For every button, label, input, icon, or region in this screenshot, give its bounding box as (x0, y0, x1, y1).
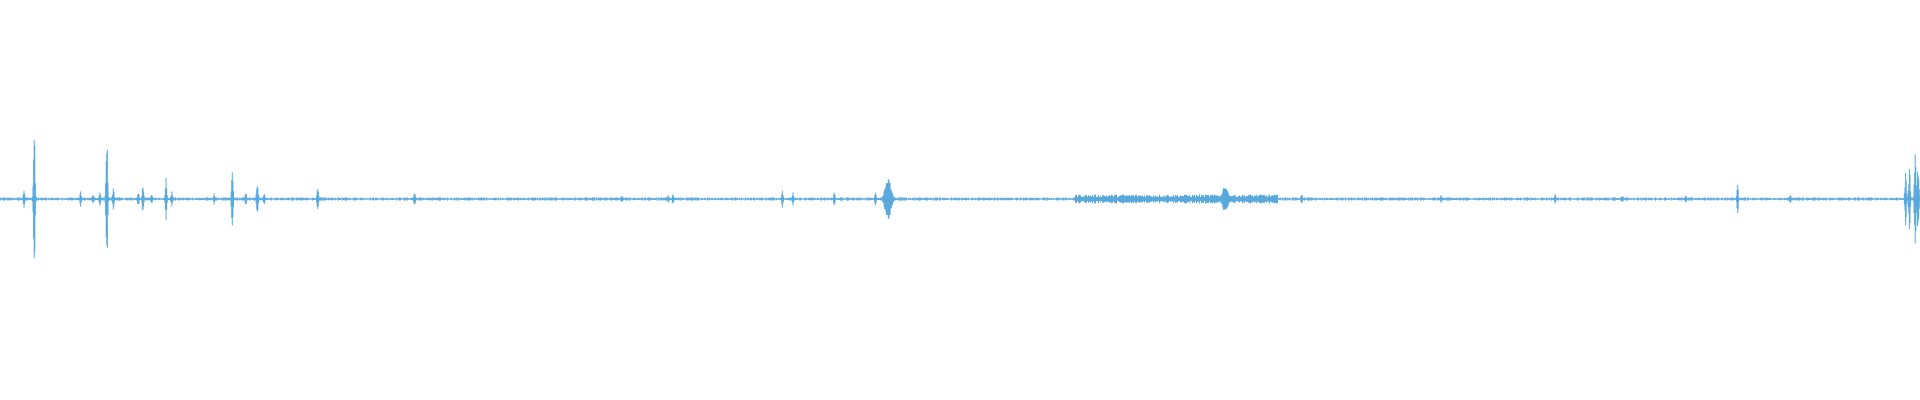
waveform-event-3 (89, 195, 98, 203)
waveform-event-26 (878, 179, 898, 219)
waveform-event-4 (95, 192, 104, 206)
waveform-noise-band (1075, 194, 1278, 204)
waveform-event-38 (1914, 171, 1920, 227)
waveform-event-30 (1551, 194, 1560, 204)
waveform-event-14 (241, 193, 250, 205)
waveform-event-33 (1733, 185, 1742, 213)
waveform-event-0 (19, 190, 29, 208)
waveform-event-9 (147, 195, 156, 203)
waveform-event-11 (167, 191, 176, 207)
waveform-event-21 (668, 194, 678, 204)
waveform-event-15 (253, 186, 262, 212)
waveform-event-2 (76, 191, 85, 207)
waveform-noise (0, 197, 1920, 201)
waveform-event-18 (410, 193, 419, 205)
waveform-event-34 (1786, 195, 1795, 203)
waveform-event-23 (788, 192, 798, 206)
waveform-event-17 (313, 189, 322, 209)
waveform-event-32 (1681, 195, 1690, 203)
waveform-event-12 (210, 193, 219, 205)
waveform-event-8 (138, 187, 148, 211)
waveform-event-6 (109, 188, 118, 210)
waveform-event-27 (1215, 188, 1235, 210)
waveform-event-19 (618, 196, 627, 202)
waveform-event-28 (1297, 194, 1306, 204)
waveform-event-25 (871, 192, 880, 206)
waveform-event-16 (259, 194, 269, 204)
waveform-event-24 (830, 192, 839, 206)
waveform-event-13 (228, 172, 237, 226)
waveform-event-31 (1618, 196, 1627, 202)
waveform-event-1 (30, 139, 39, 259)
waveform-event-29 (1436, 195, 1446, 203)
waveform-event-22 (778, 190, 787, 208)
